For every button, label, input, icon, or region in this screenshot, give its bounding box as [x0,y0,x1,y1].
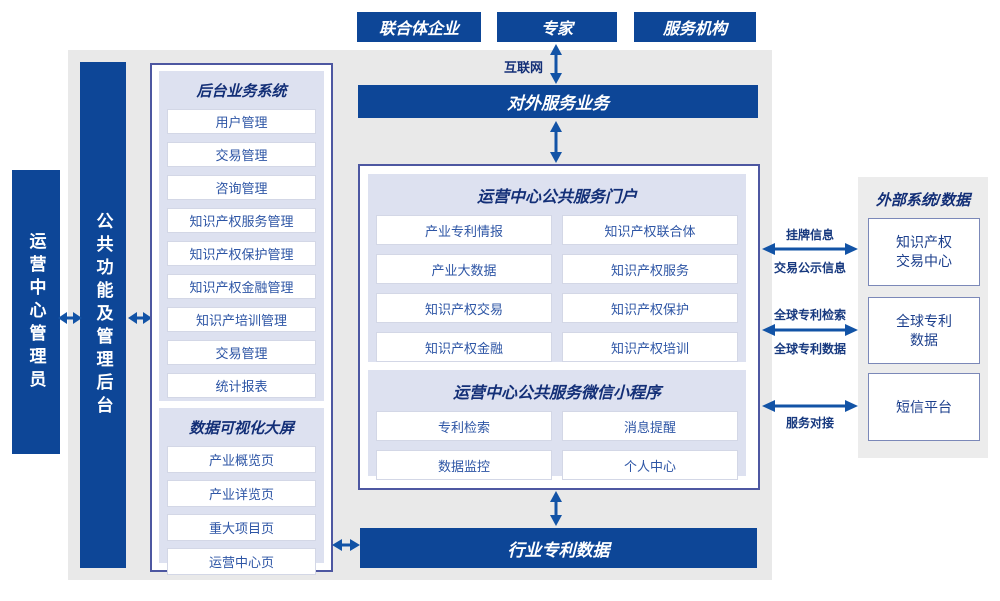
horizontal-double-arrow-icon [762,324,858,336]
miniprogram-item: 专利检索 [376,411,552,441]
link-label-global-patent-data: 全球专利数据 [773,342,846,356]
miniprogram-item: 数据监控 [376,450,552,480]
link-label-transaction-publicity: 交易公示信息 [773,261,846,275]
operations-admin-box: 运营中心管理员 [12,170,60,454]
portal-item: 知识产权培训 [562,332,738,362]
horizontal-double-arrow-icon [58,312,82,324]
backend-item: 知识产权金融管理 [167,274,316,299]
backend-item: 知识产培训管理 [167,307,316,332]
backend-item: 用户管理 [167,109,316,134]
backend-item: 知识产权保护管理 [167,241,316,266]
external-systems-title: 外部系统/数据 [875,192,971,209]
portal-item: 知识产权交易 [376,293,552,323]
miniprogram-item: 消息提醒 [562,411,738,441]
dataviz-title: 数据可视化大屏 [188,420,294,437]
portal-panel: 运营中心公共服务门户 产业专利情报 知识产权联合体 产业大数据 知识产权服务 知… [368,174,746,362]
horizontal-double-arrow-icon [128,312,152,324]
horizontal-double-arrow-icon [332,539,360,551]
backend-item: 咨询管理 [167,175,316,200]
vertical-double-arrow-icon [550,44,562,84]
link-label-service-integration: 服务对接 [785,416,834,430]
center-services-box: 运营中心公共服务门户 产业专利情报 知识产权联合体 产业大数据 知识产权服务 知… [358,164,760,490]
industry-data-bar: 行业专利数据 [360,528,757,568]
link-label-listing-info: 挂牌信息 [785,228,834,242]
link-label-global-patent-search: 全球专利检索 [773,308,846,322]
horizontal-double-arrow-icon [762,243,858,255]
vertical-double-arrow-icon [550,491,562,526]
miniprogram-item: 个人中心 [562,450,738,480]
backend-item: 交易管理 [167,340,316,365]
backend-item: 交易管理 [167,142,316,167]
vertical-double-arrow-icon [550,121,562,163]
miniprogram-panel: 运营中心公共服务微信小程序 专利检索 消息提醒 数据监控 个人中心 [368,370,746,480]
dataviz-item: 运营中心页 [167,548,316,575]
external-box-global-patent-data: 全球专利 数据 [868,297,980,364]
actor-box-service-orgs: 服务机构 [634,12,756,42]
portal-item: 知识产权金融 [376,332,552,362]
backend-functions-bar: 公共功能及管理后台 [80,62,126,568]
portal-item: 产业专利情报 [376,215,552,245]
dataviz-item: 产业概览页 [167,446,316,473]
internet-label: 互联网 [503,60,543,75]
miniprogram-title: 运营中心公共服务微信小程序 [452,385,661,402]
dataviz-panel: 数据可视化大屏 产业概览页 产业详览页 重大项目页 运营中心页 [159,408,324,575]
horizontal-double-arrow-icon [762,400,858,412]
external-systems-panel: 外部系统/数据 知识产权 交易中心 全球专利 数据 短信平台 [858,177,988,458]
portal-item: 知识产权服务 [562,254,738,284]
backend-item: 统计报表 [167,373,316,398]
portal-title: 运营中心公共服务门户 [476,189,637,206]
portal-item: 知识产权联合体 [562,215,738,245]
backend-system-panel: 后台业务系统 用户管理 交易管理 咨询管理 知识产权服务管理 知识产权保护管理 … [159,71,324,401]
dataviz-item: 产业详览页 [167,480,316,507]
dataviz-item: 重大项目页 [167,514,316,541]
external-service-bar: 对外服务业务 [358,85,758,118]
portal-item: 产业大数据 [376,254,552,284]
actor-box-experts: 专家 [497,12,617,42]
actor-box-consortium: 联合体企业 [357,12,481,42]
external-box-sms-platform: 短信平台 [868,373,980,441]
backend-item: 知识产权服务管理 [167,208,316,233]
left-systems-box: 后台业务系统 用户管理 交易管理 咨询管理 知识产权服务管理 知识产权保护管理 … [150,63,333,575]
portal-item: 知识产权保护 [562,293,738,323]
backend-system-title: 后台业务系统 [196,83,287,100]
external-box-ip-trading-center: 知识产权 交易中心 [868,218,980,286]
